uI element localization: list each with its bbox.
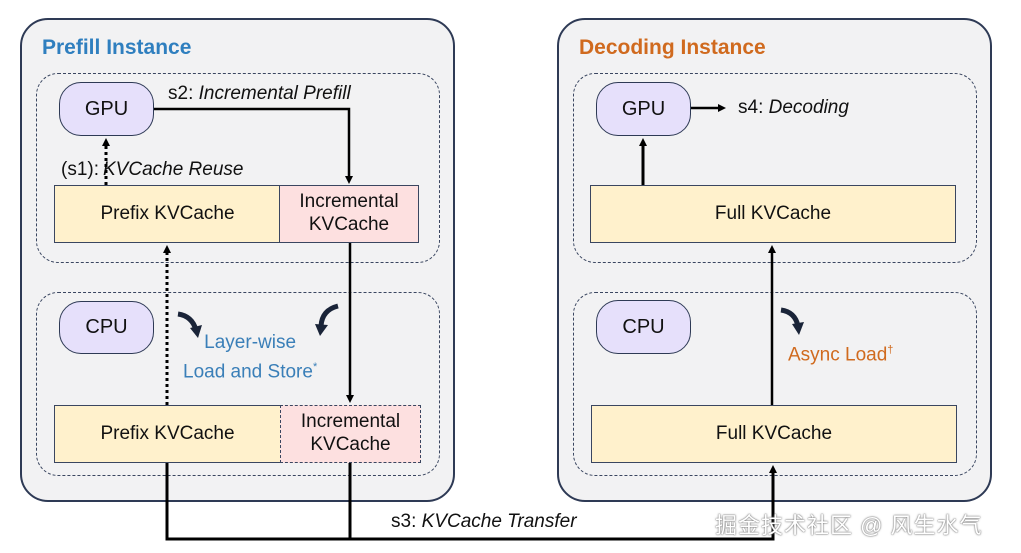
decoding-instance-title: Decoding Instance	[579, 36, 766, 59]
decoding-gpu-chip: GPU	[596, 82, 691, 136]
incremental-line1: Incremental	[299, 191, 399, 213]
prefill-instance-title: Prefill Instance	[42, 36, 192, 59]
layerwise-load-store-label: Layer-wise Load and Store*	[183, 331, 317, 384]
prefill-cpu-group	[36, 292, 440, 476]
prefill-gpu-chip: GPU	[59, 82, 154, 136]
s2-arrow	[154, 107, 353, 184]
s2-text: Incremental Prefill	[198, 83, 351, 104]
decoding-cpu-chip: CPU	[596, 300, 691, 354]
s3-transfer-line	[165, 463, 777, 541]
layerwise-line1: Layer-wise	[204, 332, 297, 353]
prefill-cpu-incremental-kvcache: Incremental KVCache	[280, 405, 421, 463]
async-load-label: Async Load†	[788, 344, 893, 366]
incremental-line2: KVCache	[310, 434, 391, 455]
curved-arrow-icon	[190, 325, 202, 338]
async-load-text: Async Load	[788, 344, 888, 366]
footnote-mark: †	[887, 344, 894, 356]
incremental-line1: Incremental	[300, 411, 401, 433]
footnote-mark: *	[312, 361, 318, 373]
s4-step: s4:	[738, 97, 764, 118]
s1-step: (s1):	[61, 159, 99, 180]
prefill-gpu-group	[36, 73, 440, 263]
curved-arrow-icon	[315, 324, 328, 336]
prefill-gpu-prefix-kvcache: Prefix KVCache	[54, 185, 281, 243]
s4-text: Decoding	[768, 97, 849, 118]
layerwise-line2-text: Load and Store	[183, 361, 313, 383]
prefill-gpu-incremental-kvcache: Incremental KVCache	[279, 185, 419, 243]
s4-decoding-label: s4: Decoding	[738, 97, 849, 119]
s1-text: KVCache Reuse	[103, 159, 244, 180]
decoding-cpu-group	[573, 292, 977, 476]
decoding-gpu-full-kvcache: Full KVCache	[590, 185, 956, 243]
layerwise-line2: Load and Store*	[183, 355, 317, 384]
decoding-cpu-full-kvcache: Full KVCache	[591, 405, 957, 463]
decoding-gpu-group	[573, 73, 977, 263]
prefill-cpu-chip: CPU	[59, 301, 154, 354]
curved-arrow-icon	[318, 303, 339, 327]
s3-kvcache-transfer-label: s3: KVCache Transfer	[391, 511, 577, 533]
s2-incremental-prefill-label: s2: Incremental Prefill	[168, 83, 351, 105]
s3-text: KVCache Transfer	[421, 511, 577, 532]
incremental-line2: KVCache	[308, 214, 390, 235]
curved-arrow-icon	[792, 322, 804, 335]
s1-kvcache-reuse-label: (s1):KVCache Reuse	[61, 159, 243, 181]
s2-step: s2:	[168, 83, 194, 104]
s3-step: s3:	[391, 511, 417, 532]
watermark: 掘金技术社区 @ 风生水气	[715, 513, 983, 538]
